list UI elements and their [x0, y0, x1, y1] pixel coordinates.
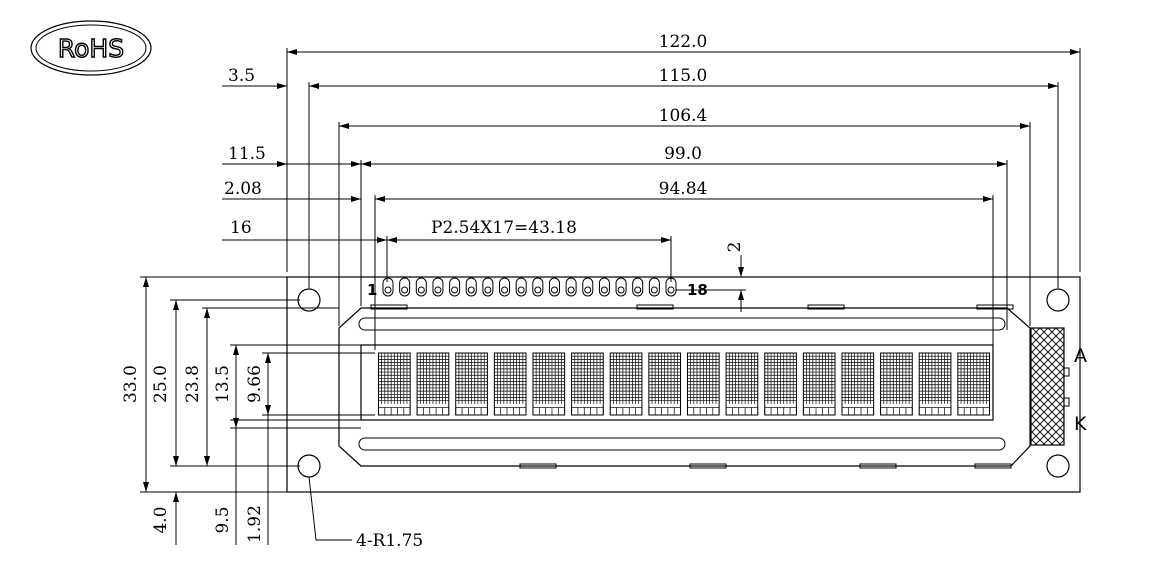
- character-cell: [725, 352, 759, 416]
- pin-pad: [432, 277, 444, 297]
- dim-hole-radius: 4-R1.75: [356, 531, 423, 551]
- pin-pad: [515, 277, 527, 297]
- pin-pad: [465, 277, 477, 297]
- character-cell: [957, 352, 991, 416]
- character-cell: [455, 352, 488, 416]
- character-cell: [686, 352, 720, 416]
- character-cell: [532, 352, 566, 416]
- mounting-hole-top-right: [1046, 288, 1070, 312]
- viewing-area: [360, 344, 994, 421]
- dim-active-height: 9.66: [245, 365, 265, 403]
- dim-viewing-height: 13.5: [213, 365, 233, 403]
- character-cell: [571, 352, 604, 416]
- pin-pad: [548, 277, 560, 297]
- dim-view-offset: 11.5: [228, 144, 266, 164]
- dim-viewing-width: 99.0: [664, 144, 702, 164]
- horizontal-dimensions: 122.0 115.0 3.5 106.4 99.0 11.5 94.84 2.…: [222, 32, 1081, 350]
- dim-overall-width: 122.0: [659, 32, 708, 52]
- character-cell: [377, 352, 411, 416]
- dim-hole-offset: 3.5: [228, 66, 255, 86]
- cathode-label: K: [1074, 413, 1087, 435]
- character-cell: [918, 352, 952, 416]
- dim-bezel-width: 106.4: [659, 106, 708, 126]
- pin-pad: [499, 277, 511, 297]
- character-cell: [764, 352, 797, 416]
- pin-pad: [415, 277, 427, 297]
- bezel: [338, 304, 1031, 469]
- pin-pad: [632, 277, 644, 297]
- pin-height-dimension: 2: [676, 242, 746, 312]
- character-cells: [377, 352, 991, 416]
- pin-header: 1 18: [367, 277, 708, 299]
- character-cell: [880, 352, 913, 416]
- mounting-hole-bottom-left: [297, 454, 321, 478]
- dim-active-offset: 2.08: [224, 179, 262, 199]
- pin-pad: [482, 277, 494, 297]
- rohs-logo: RoHS: [30, 20, 152, 76]
- pin-pad: [598, 277, 610, 297]
- pin-pad: [648, 277, 660, 297]
- dim-pin-height: 2: [725, 242, 745, 253]
- mounting-hole-bottom-right: [1046, 454, 1070, 478]
- character-cell: [416, 352, 450, 416]
- dim-pin-pitch: P2.54X17=43.18: [431, 218, 577, 238]
- dim-hole-margin: 4.0: [151, 506, 171, 533]
- dim-overall-height: 33.0: [121, 365, 141, 403]
- vertical-dimensions: 33.0 25.0 23.8 13.5 9.66 4.0 9.5 1.92: [121, 276, 375, 545]
- character-cell: [648, 352, 682, 416]
- character-cell: [841, 352, 875, 416]
- dim-bezel-height: 23.8: [183, 365, 203, 403]
- pin-pad: [382, 277, 394, 297]
- backlight-block: A K: [1030, 327, 1087, 446]
- pin-pad: [532, 277, 544, 297]
- dim-active-bottom: 1.92: [245, 505, 265, 543]
- dim-pin-offset: 16: [230, 218, 252, 238]
- pin-pad: [565, 277, 577, 297]
- rohs-text: RoHS: [58, 34, 124, 63]
- dim-hole-pitch-x: 115.0: [659, 66, 708, 86]
- character-cell: [609, 352, 643, 416]
- pin-pad: [449, 277, 461, 297]
- hole-radius-callout: 4-R1.75: [308, 476, 423, 551]
- dim-active-width: 94.84: [659, 179, 708, 199]
- dim-view-bottom: 9.5: [213, 506, 233, 533]
- pin-pad: [615, 277, 627, 297]
- pin-first-label: 1: [367, 281, 377, 299]
- anode-label: A: [1074, 345, 1087, 367]
- character-cell: [493, 352, 527, 416]
- pin-pad: [399, 277, 411, 297]
- dim-hole-pitch-y: 25.0: [151, 365, 171, 403]
- pin-pad: [582, 277, 594, 297]
- character-cell: [802, 352, 836, 416]
